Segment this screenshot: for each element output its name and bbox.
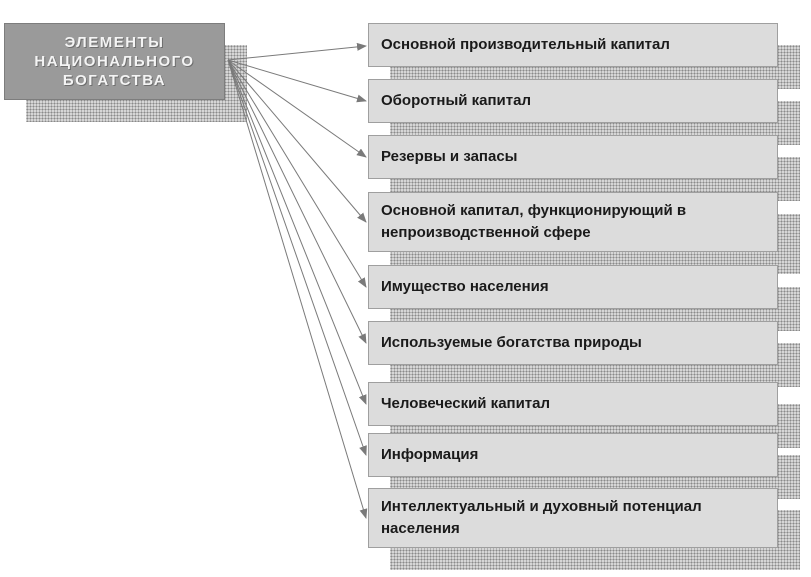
item-label: Используемые богатства природы — [381, 334, 642, 351]
connector-arrow — [227, 59, 367, 223]
item-label: Основной производительный капитал — [381, 36, 670, 53]
connector-arrow — [227, 59, 367, 158]
item-label: Интеллектуальный и духовный потенциал на… — [381, 498, 702, 537]
connector-arrow — [227, 42, 367, 61]
connector-arrow — [227, 59, 367, 103]
item-box-natural-resources: Используемые богатства природы — [368, 321, 778, 365]
item-label: Резервы и запасы — [381, 148, 518, 165]
item-label: Человеческий капитал — [381, 395, 551, 412]
item-box-intellectual-potential: Интеллектуальный и духовный потенциал на… — [368, 488, 778, 548]
connector-arrow — [227, 59, 367, 456]
root-title: ЭЛЕМЕНТЫ НАЦИОНАЛЬНОГО БОГАТСТВА — [34, 34, 195, 89]
connector-arrow — [227, 59, 367, 344]
connector-arrow — [227, 59, 367, 288]
item-box-household-property: Имущество населения — [368, 265, 778, 309]
connector-arrow — [227, 59, 368, 519]
root-node: ЭЛЕМЕНТЫ НАЦИОНАЛЬНОГО БОГАТСТВА — [4, 23, 225, 100]
item-box-human-capital: Человеческий капитал — [368, 382, 778, 426]
item-label: Информация — [381, 446, 479, 463]
item-label: Имущество населения — [381, 278, 549, 295]
item-box-information: Информация — [368, 433, 778, 477]
item-box-productive-capital: Основной производительный капитал — [368, 23, 778, 67]
item-label: Оборотный капитал — [381, 92, 531, 109]
connector-arrow — [227, 59, 367, 405]
item-box-nonproductive-capital: Основной капитал, функционирующий в непр… — [368, 192, 778, 252]
item-box-working-capital: Оборотный капитал — [368, 79, 778, 123]
item-box-reserves: Резервы и запасы — [368, 135, 778, 179]
item-label: Основной капитал, функционирующий в непр… — [381, 202, 687, 241]
